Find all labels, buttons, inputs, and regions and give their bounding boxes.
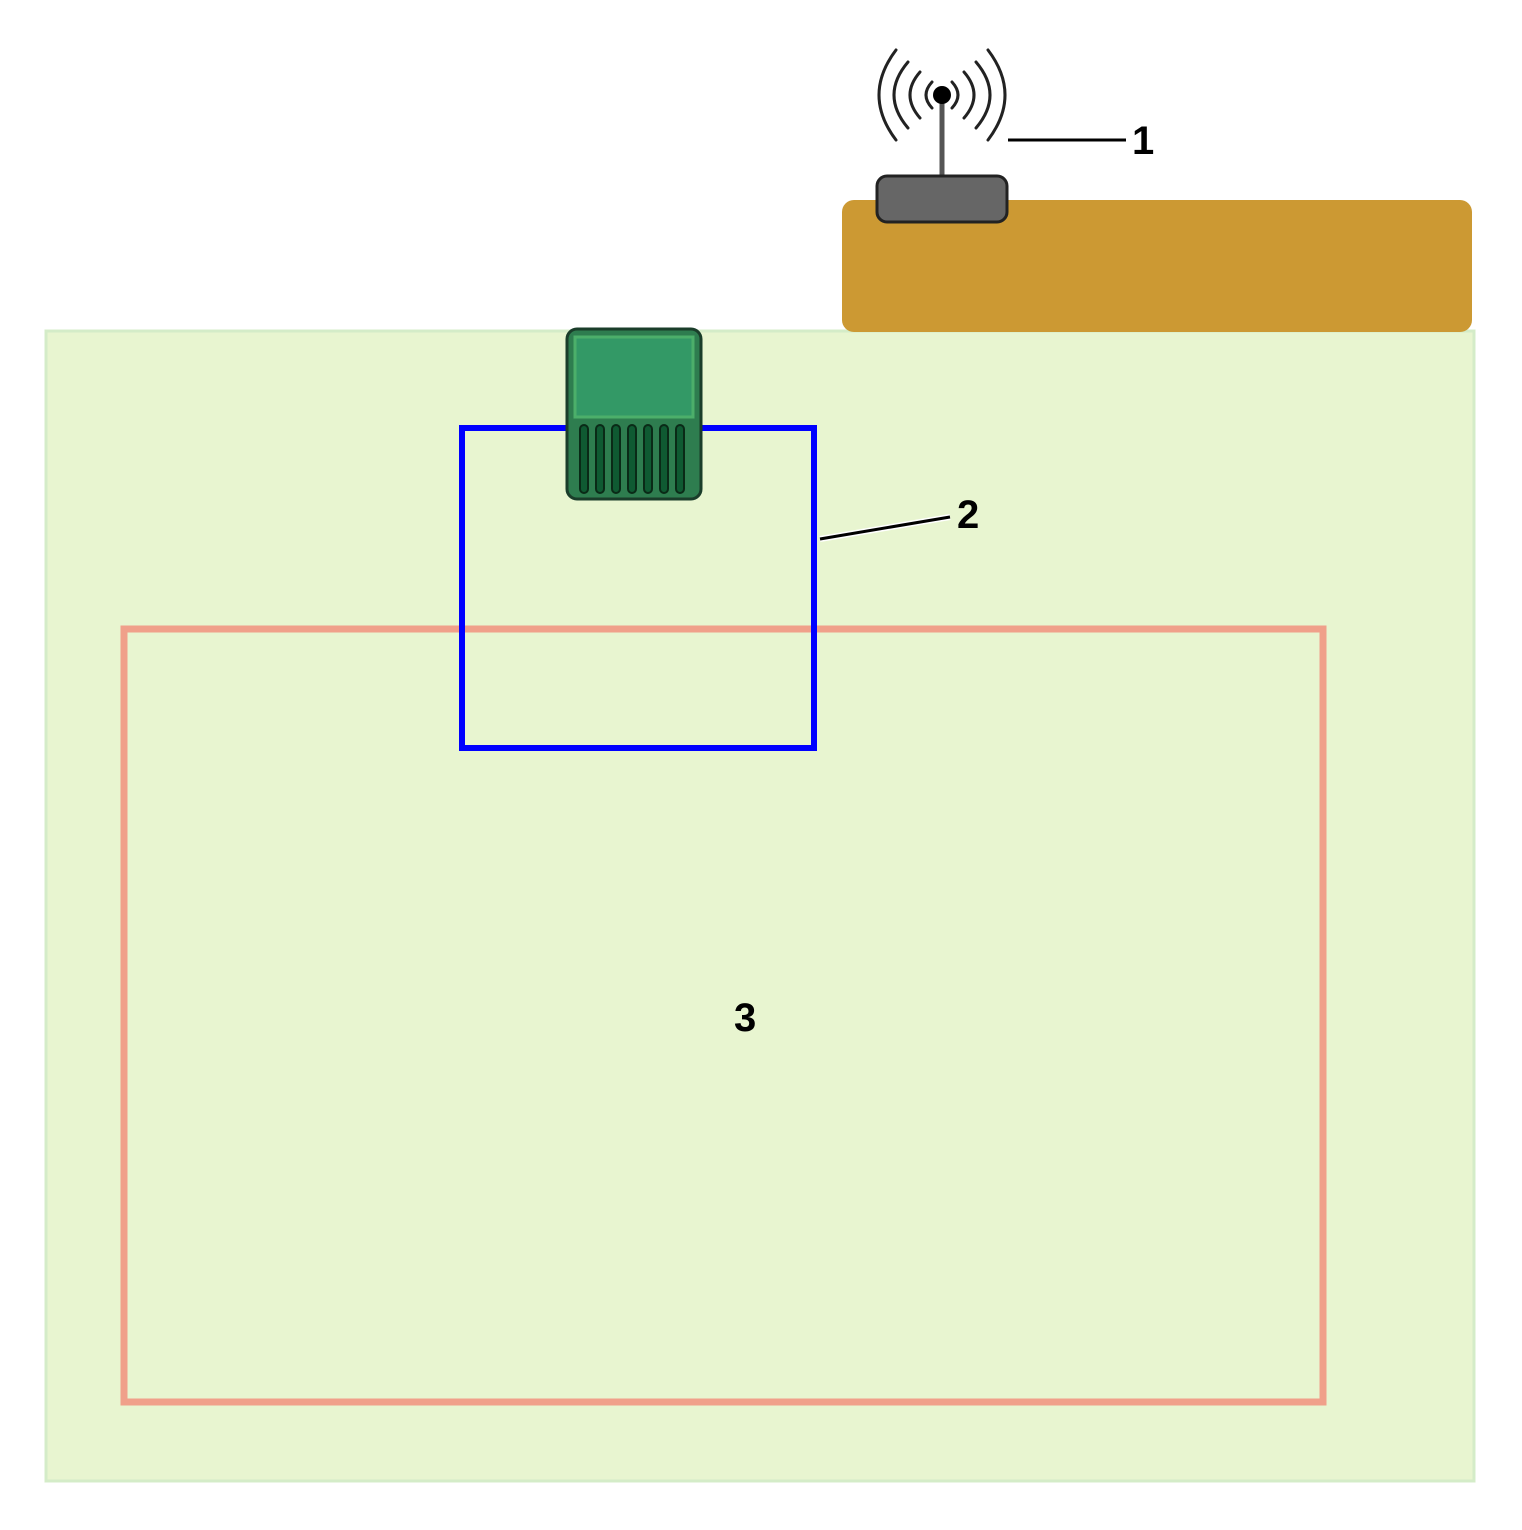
lawn-area [44,329,1476,1483]
antenna-signal-icon [875,48,1009,224]
outer-boundary [120,625,1327,1406]
callout-label-3: 3 [734,996,756,1040]
callout-label-1: 1 [1132,119,1154,163]
callout-label-2: 2 [957,493,979,537]
shelf [842,200,1472,332]
robotic-mower-icon [565,327,703,501]
leader-line-2-core [819,515,951,541]
